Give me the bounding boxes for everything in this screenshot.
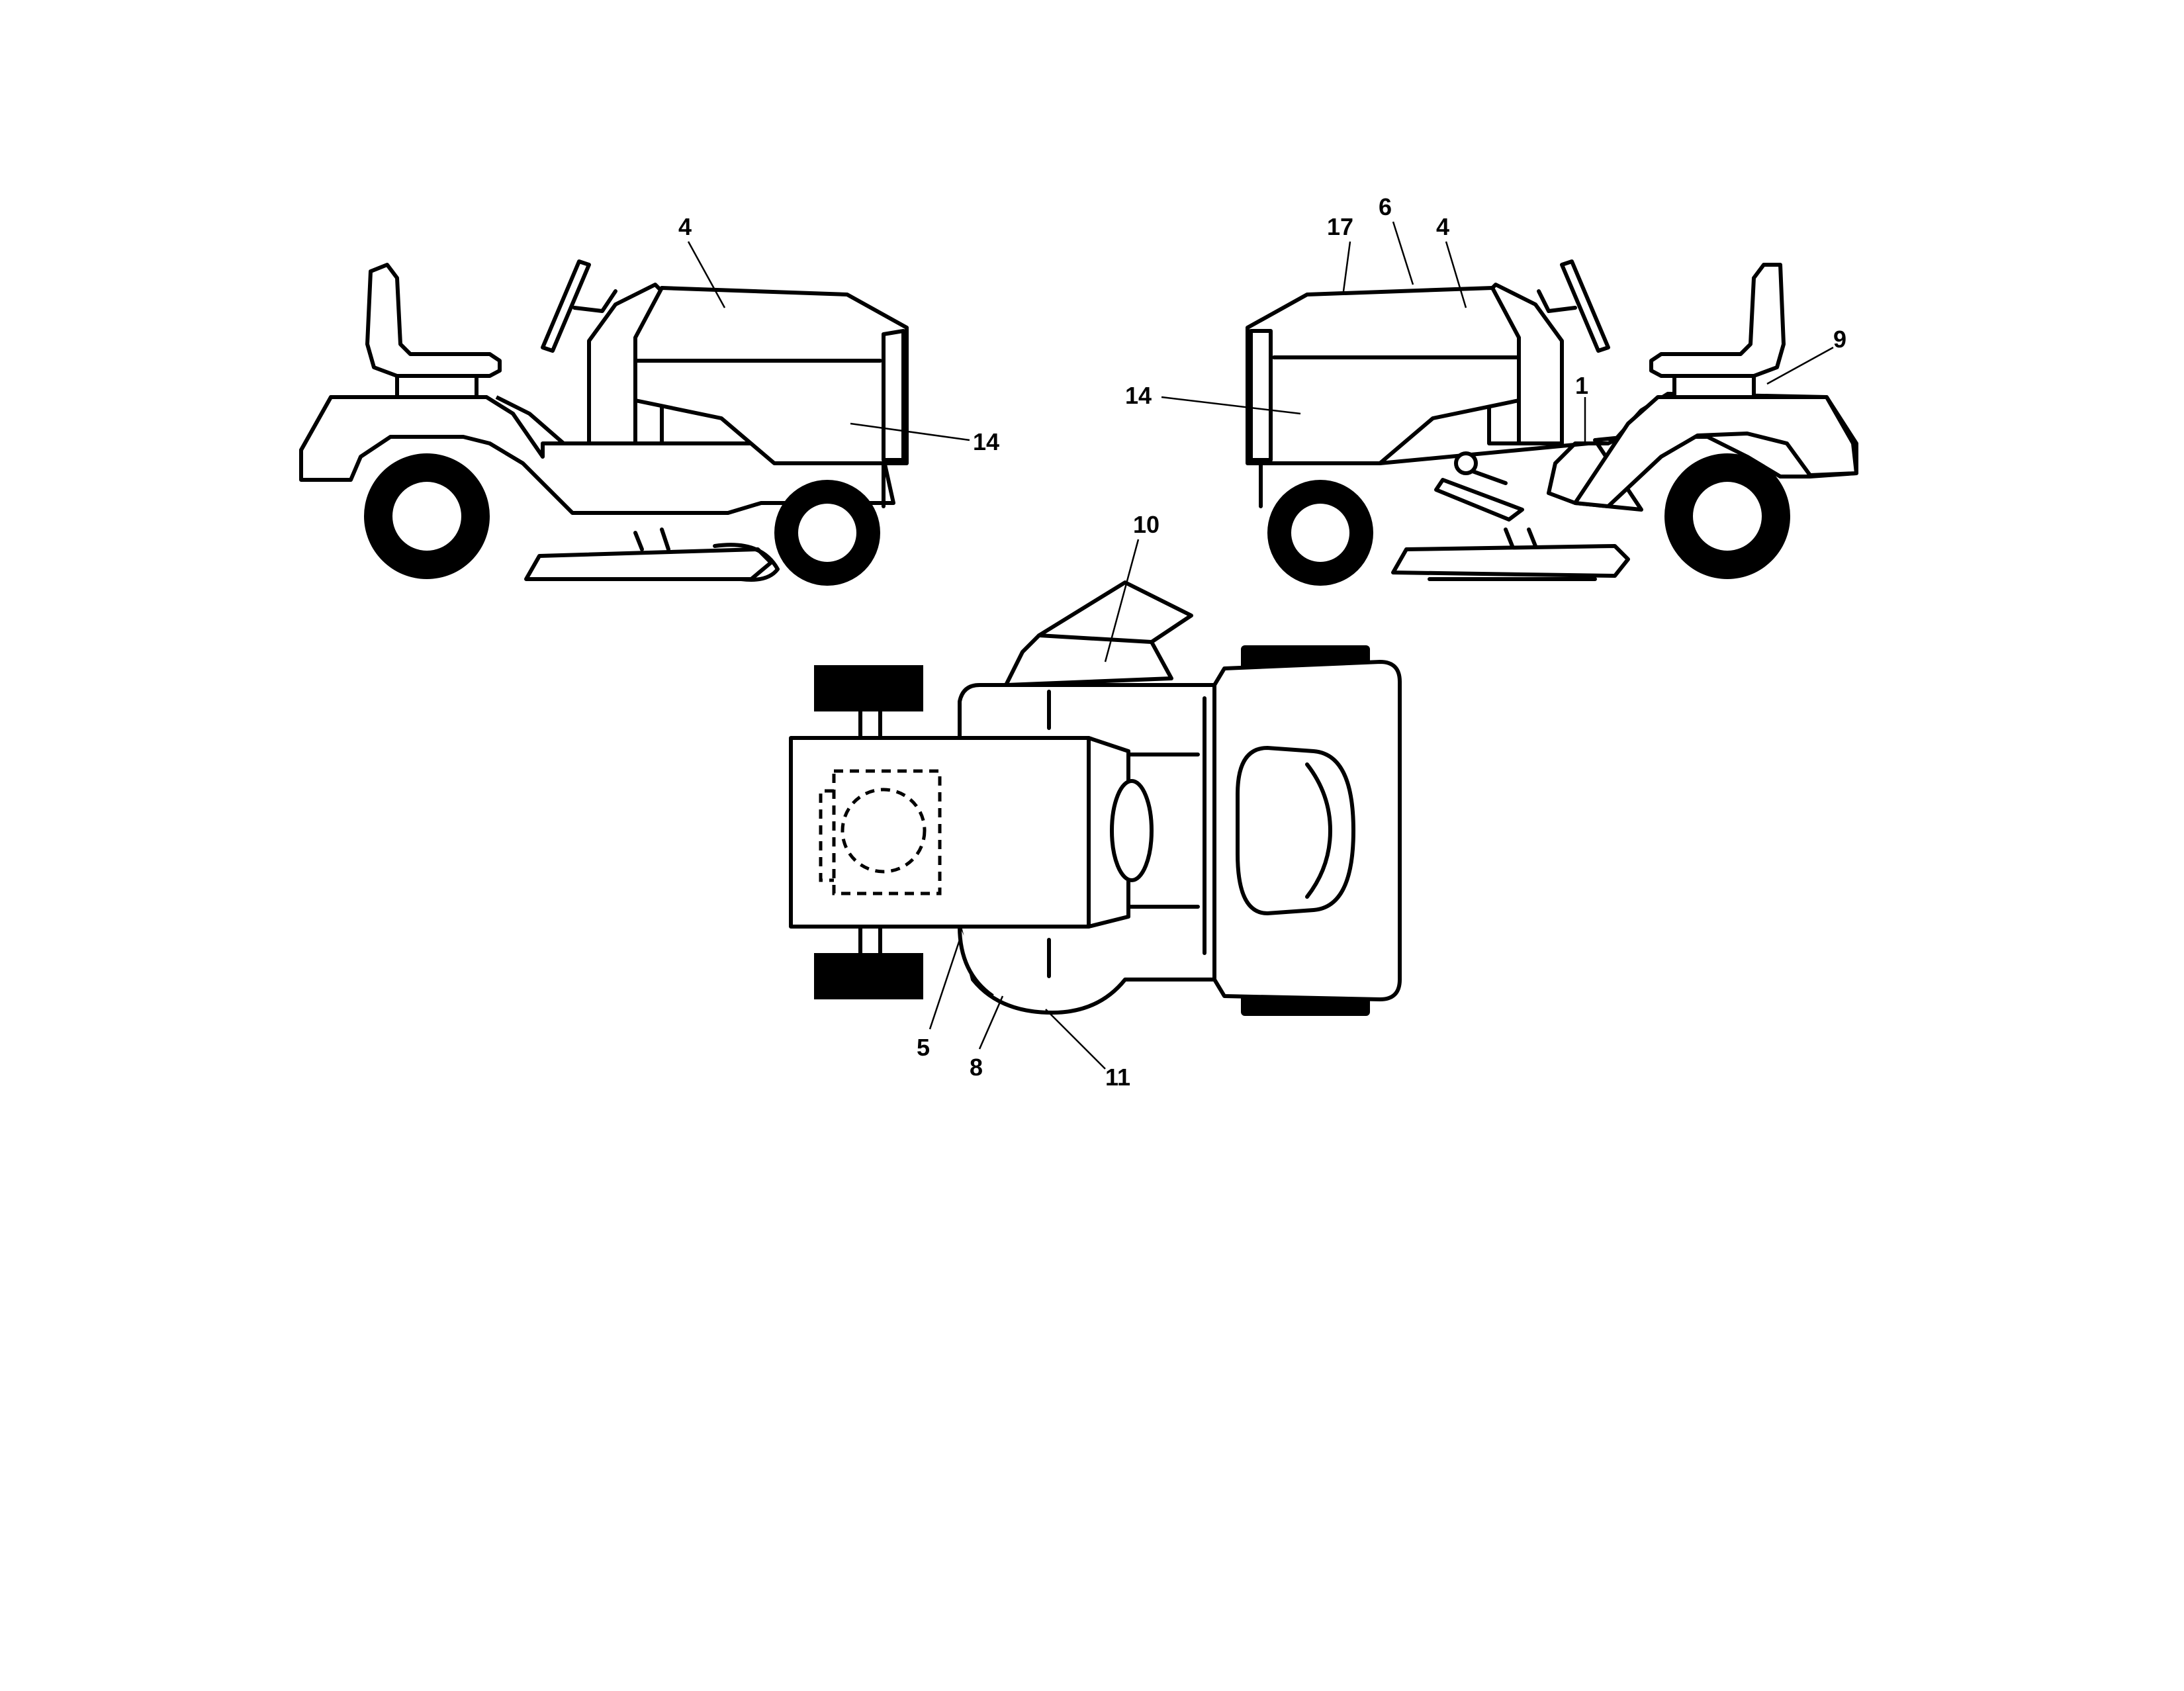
left-steering-column (572, 289, 617, 313)
tractor-left-side-view: 4 14 (299, 213, 999, 586)
right-steering-wheel (1560, 259, 1610, 353)
top-discharge-chute (1004, 580, 1193, 687)
callout-right-14: 14 (1125, 382, 1152, 409)
left-deck-handle (713, 543, 780, 582)
leader-right-14 (1161, 396, 1301, 415)
leader-top-11 (1045, 1009, 1106, 1070)
callout-top-10: 10 (1133, 511, 1160, 538)
right-seat-back (1649, 263, 1786, 378)
leader-top-5 (929, 939, 961, 1030)
callout-top-5: 5 (917, 1034, 930, 1061)
leader-left-4 (687, 241, 726, 308)
callout-left-14: 14 (973, 428, 999, 455)
top-front-tire-upper (814, 665, 923, 711)
top-engine-outline-side (819, 789, 834, 882)
callout-right-6: 6 (1379, 193, 1392, 220)
callout-right-9: 9 (1833, 326, 1846, 353)
left-deck-hangers (633, 527, 670, 551)
left-rear-fender-body (299, 395, 895, 515)
top-chute-edge (1037, 633, 1154, 644)
callout-top-8: 8 (970, 1054, 983, 1081)
right-seat-post (1672, 374, 1756, 399)
right-grille (1249, 329, 1273, 462)
left-steering-wheel (541, 259, 591, 353)
right-rear-fender-outer (1573, 395, 1858, 508)
right-frame (1259, 441, 1590, 508)
top-front-tire-lower (814, 953, 923, 999)
right-key-shaft (1471, 469, 1508, 485)
callout-right-4: 4 (1436, 213, 1449, 240)
callout-top-11: 11 (1105, 1064, 1130, 1091)
left-seat-post (395, 374, 478, 399)
top-engine-outline (832, 769, 942, 895)
top-deck-edge (958, 926, 994, 998)
top-seat-back-curve (1305, 762, 1332, 899)
leader-top-10 (1104, 539, 1140, 663)
left-seat-back (365, 263, 502, 378)
top-seat (1236, 746, 1355, 915)
right-steering-column (1537, 289, 1577, 313)
left-grille (882, 329, 905, 462)
leader-right-4 (1445, 241, 1467, 308)
callout-left-4: 4 (678, 213, 692, 240)
top-steering-wheel (1110, 779, 1154, 882)
left-mower-deck (524, 547, 773, 581)
callout-right-1: 1 (1575, 372, 1588, 399)
top-tower-lines (1126, 753, 1200, 909)
leader-right-6 (1392, 221, 1414, 285)
leader-top-8 (978, 995, 1004, 1050)
right-deck-hangers (1504, 527, 1537, 548)
right-footrest (1434, 478, 1524, 522)
right-hood (1246, 286, 1521, 465)
tractor-top-view: 10 5 8 11 (789, 511, 1402, 1091)
right-ignition-key-icon (1454, 451, 1478, 475)
leader-right-9 (1766, 346, 1834, 385)
right-mower-deck (1391, 544, 1630, 578)
left-hood (633, 286, 909, 465)
leader-left-14 (850, 422, 970, 441)
callout-right-17: 17 (1327, 213, 1353, 240)
top-engine-circle (841, 788, 927, 874)
top-front-axle (858, 709, 882, 955)
leader-right-17 (1342, 241, 1351, 292)
tractor-right-side-view: 17 6 4 9 14 1 (1125, 193, 1858, 586)
